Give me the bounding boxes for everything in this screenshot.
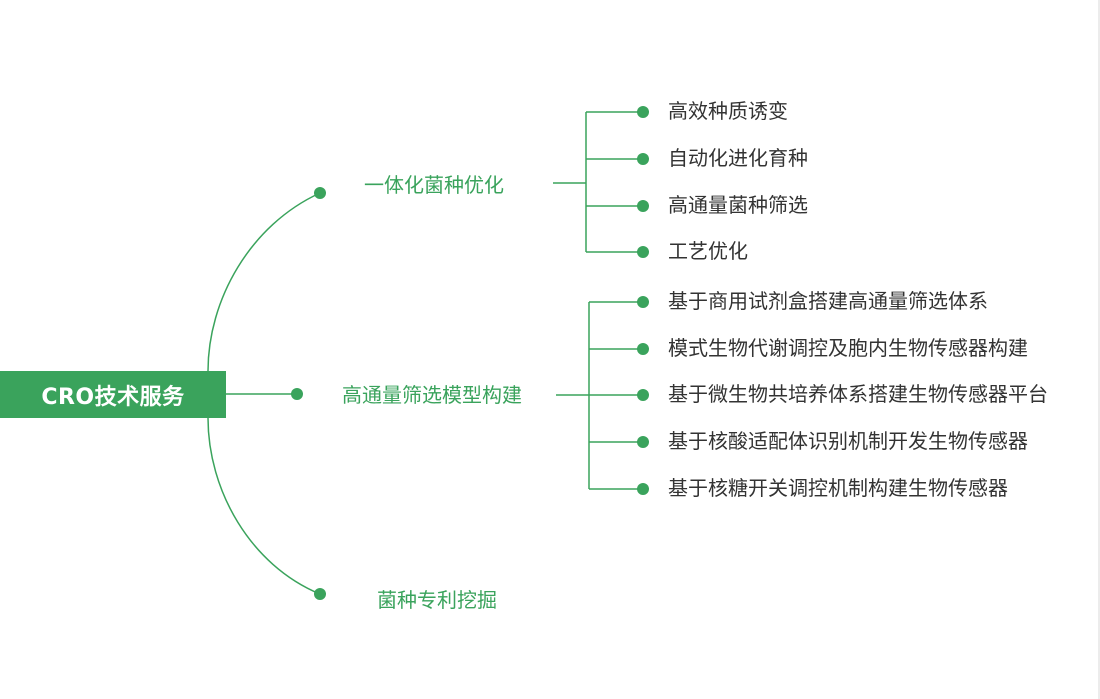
leaf-2-3-dot bbox=[637, 389, 649, 401]
leaf-2-4-label[interactable]: 基于核酸适配体识别机制开发生物传感器 bbox=[668, 429, 1028, 453]
leaf-2-2-dot bbox=[637, 343, 649, 355]
leaf-2-4-dot bbox=[637, 436, 649, 448]
root-node[interactable]: CRO技术服务 bbox=[0, 371, 226, 418]
leaf-1-2-label[interactable]: 自动化进化育种 bbox=[668, 146, 808, 170]
branch-3-dot bbox=[314, 588, 326, 600]
leaf-1-1-dot bbox=[637, 106, 649, 118]
root-label: CRO技术服务 bbox=[41, 384, 185, 410]
leaf-2-5-label[interactable]: 基于核糖开关调控机制构建生物传感器 bbox=[668, 476, 1008, 500]
leaf-1-1-label[interactable]: 高效种质诱变 bbox=[668, 99, 788, 123]
leaf-1-4-dot bbox=[637, 246, 649, 258]
leaf-2-5-dot bbox=[637, 483, 649, 495]
leaf-2-3-label[interactable]: 基于微生物共培养体系搭建生物传感器平台 bbox=[668, 382, 1048, 406]
leaf-2-2-label[interactable]: 模式生物代谢调控及胞内生物传感器构建 bbox=[668, 336, 1028, 360]
leaf-1-3-label[interactable]: 高通量菌种筛选 bbox=[668, 193, 808, 217]
branch-2-label[interactable]: 高通量筛选模型构建 bbox=[342, 383, 522, 407]
leaf-1-4-label[interactable]: 工艺优化 bbox=[668, 239, 748, 263]
branch-3-label[interactable]: 菌种专利挖掘 bbox=[377, 588, 497, 612]
right-edge-divider bbox=[1098, 0, 1100, 699]
leaf-1-3-dot bbox=[637, 200, 649, 212]
leaf-2-1-dot bbox=[637, 296, 649, 308]
branch-1-dot bbox=[314, 187, 326, 199]
leaf-1-2-dot bbox=[637, 153, 649, 165]
branch-1-label[interactable]: 一体化菌种优化 bbox=[364, 173, 504, 197]
connector-root-branch-3 bbox=[207, 417, 321, 595]
branch-2-dot bbox=[291, 388, 303, 400]
connector-root-branch-1 bbox=[207, 192, 321, 372]
leaf-2-1-label[interactable]: 基于商用试剂盒搭建高通量筛选体系 bbox=[668, 289, 988, 313]
